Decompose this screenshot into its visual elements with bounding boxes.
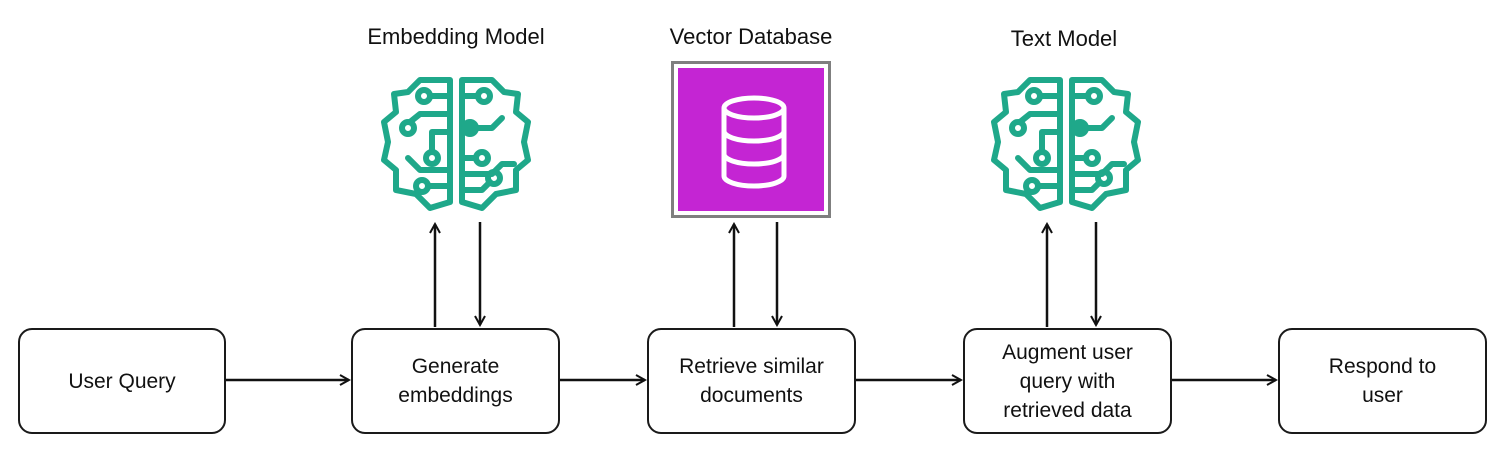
augment-query-text: Augment user query with retrieved data [1002, 340, 1133, 422]
text-model-brain-icon [991, 77, 1141, 211]
vector-database-fill [678, 68, 824, 211]
generate-embeddings-box: Generate embeddings [351, 328, 560, 434]
database-icon [721, 95, 787, 189]
respond-box: Respond to user [1278, 328, 1487, 434]
vector-database-label: Vector Database [669, 24, 833, 49]
user-query-text: User Query [68, 369, 176, 393]
generate-embeddings-text: Generate embeddings [398, 355, 513, 407]
respond-text: Respond to user [1328, 355, 1437, 407]
augment-query-box: Augment user query with retrieved data [963, 328, 1172, 434]
user-query-box: User Query [18, 328, 226, 434]
embedding-model-label: Embedding Model [367, 24, 545, 49]
retrieve-documents-text: Retrieve similar documents [679, 355, 824, 407]
text-model-label: Text Model [1010, 26, 1118, 51]
embedding-model-brain-icon [381, 77, 531, 211]
retrieve-documents-box: Retrieve similar documents [647, 328, 856, 434]
vector-database-icon-frame [671, 61, 831, 218]
